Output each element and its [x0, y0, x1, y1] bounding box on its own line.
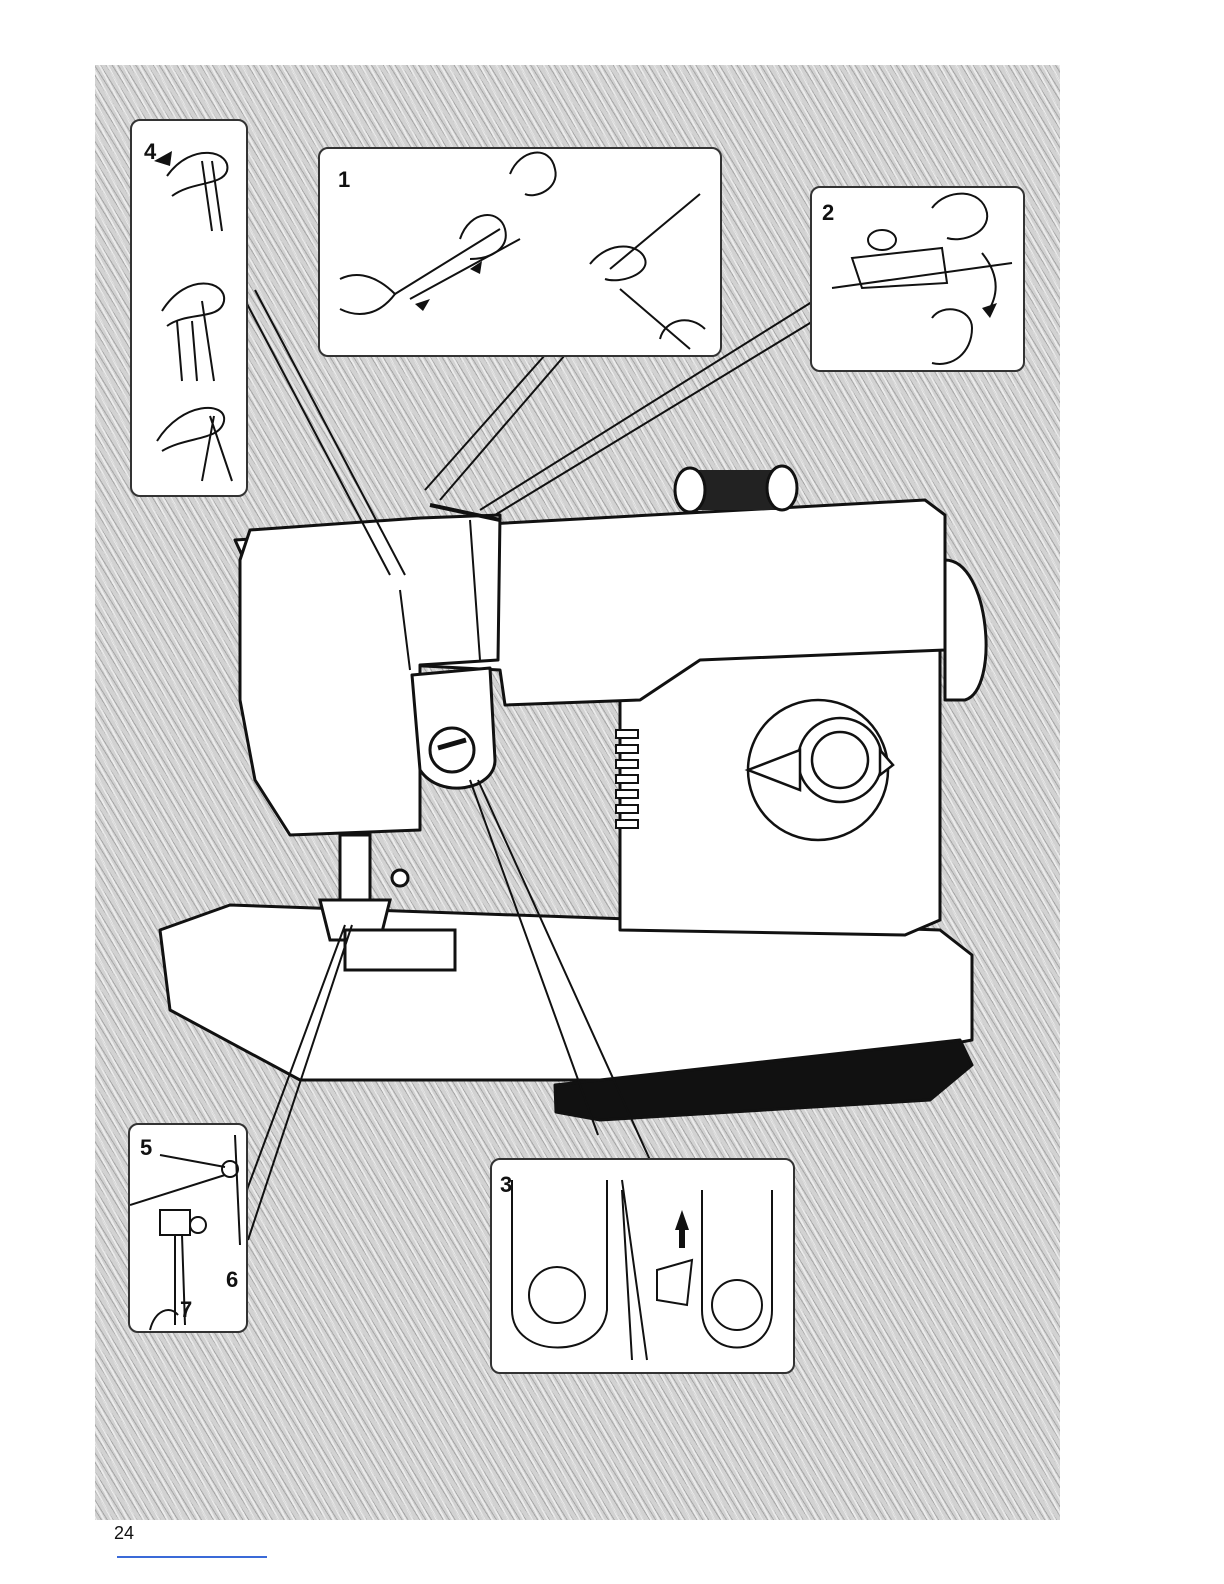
arrow-icon [675, 1210, 689, 1248]
inset-3-take-up-lever: 3 [490, 1158, 795, 1374]
inset-4-thread-guide: 4 [130, 119, 248, 497]
handwheel [945, 560, 986, 700]
side-vents [616, 730, 638, 828]
needle-bar-guide-illustration [130, 1125, 248, 1333]
arrow-icon [982, 303, 997, 318]
page-number: 24 [114, 1523, 134, 1544]
tension-dial [430, 728, 474, 772]
footer-rule [117, 1556, 267, 1558]
hand-icon [340, 153, 705, 349]
take-up-lever-illustration [492, 1160, 795, 1374]
thread-guide-steps-illustration [132, 121, 248, 497]
arrow-icon [415, 261, 482, 311]
arrow-icon [154, 151, 172, 166]
inset-567-needle-threading: 5 6 7 [128, 1123, 248, 1333]
upper-thread-guide-illustration [812, 188, 1025, 372]
inset-2-thread-guide: 2 [810, 186, 1025, 372]
inset-1-thread-insertion: 1 [318, 147, 722, 357]
thread-spool-icon [675, 466, 797, 512]
thread-insertion-hands-illustration [320, 149, 722, 357]
